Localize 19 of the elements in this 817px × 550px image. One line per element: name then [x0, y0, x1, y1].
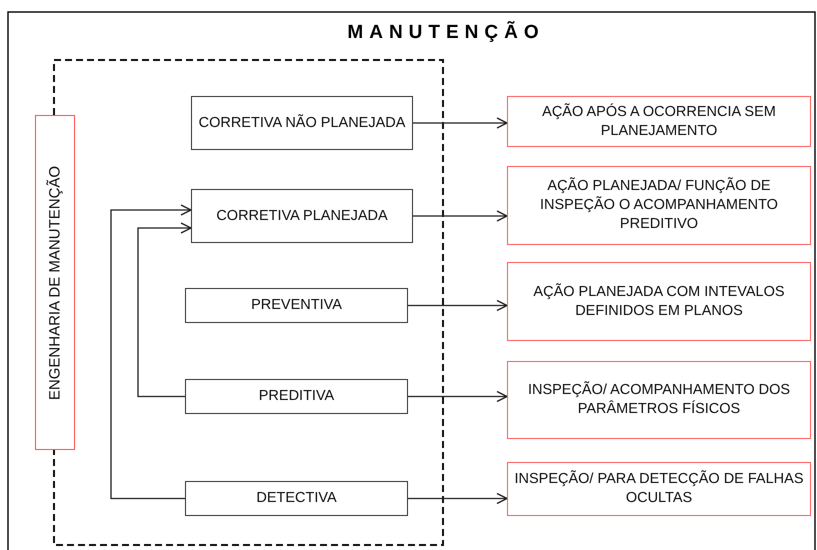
arrow: [137, 222, 192, 398]
category-box: PREVENTIVA: [185, 288, 408, 323]
description-box: INSPEÇÃO/ PARA DETECÇÃO DE FALHAS OCULTAS: [507, 462, 811, 516]
arrow: [408, 390, 508, 402]
description-box: AÇÃO APÓS A OCORRENCIA SEM PLANEJAMENTO: [507, 96, 811, 147]
category-box: CORRETIVA NÃO PLANEJADA: [191, 96, 413, 150]
arrow: [413, 117, 508, 129]
arrow: [413, 210, 508, 222]
arrow: [408, 300, 508, 312]
arrow: [408, 492, 508, 504]
arrow: [110, 204, 192, 500]
category-box: PREDITIVA: [185, 379, 408, 414]
category-box: DETECTIVA: [185, 481, 408, 516]
vertical-label-box: ENGENHARIA DE MANUTENÇÃO: [35, 115, 75, 450]
description-box: AÇÃO PLANEJADA COM INTEVALOS DEFINIDOS EM PLANOS: [507, 262, 811, 341]
category-box: CORRETIVA PLANEJADA: [191, 189, 413, 243]
description-box: INSPEÇÃO/ ACOMPANHAMENTO DOS PARÂMETROS FÍSICOS: [507, 361, 811, 439]
description-box: AÇÃO PLANEJADA/ FUNÇÃO DE INSPEÇÃO O ACOMPANHAMENTO PREDITIVO: [507, 166, 811, 245]
diagram-title: MANUTENÇÃO: [346, 22, 546, 44]
